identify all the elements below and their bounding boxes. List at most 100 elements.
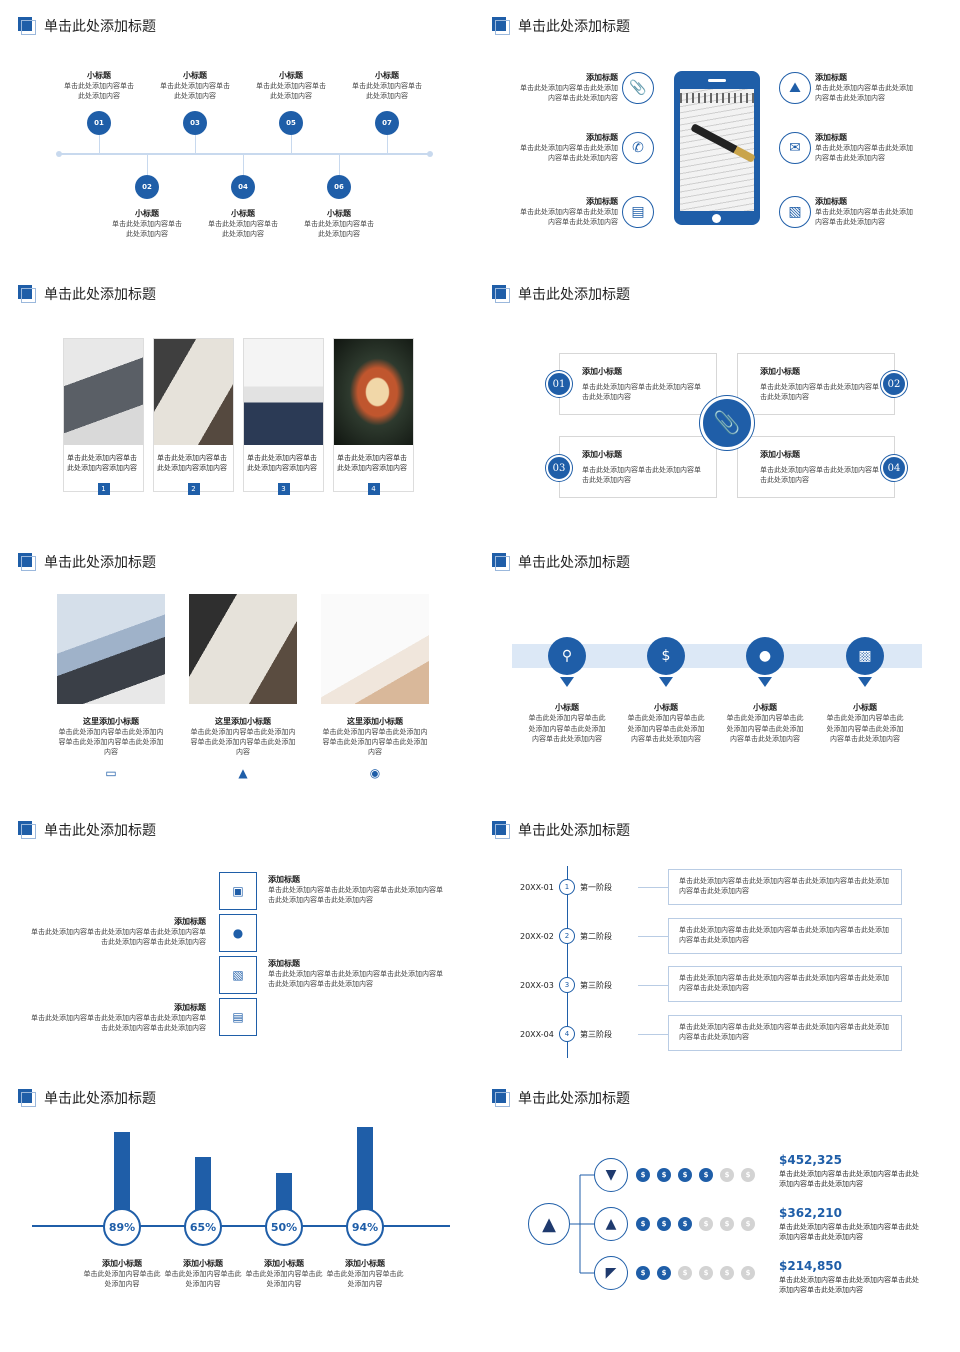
chat-icon: ✉ xyxy=(779,132,811,164)
card-number: 4 xyxy=(367,483,380,495)
slide-10: 单击此处添加标题 xyxy=(474,1072,934,1322)
money-bag-icon: $ xyxy=(699,1168,713,1182)
item-body: 单击此处添加内容单击此处添加内容单击此处添加内容单击此处添加内容单击此处添加内容 xyxy=(268,970,443,988)
feature-left-2: 添加标题 单击此处添加内容单击此处添加内容单击此处添加内容 xyxy=(514,132,618,163)
box-number: 02 xyxy=(881,371,907,397)
stage-body: 单击此处添加内容单击此处添加内容单击此处添加内容单击此处添加内容单击此处添加内容 xyxy=(679,974,889,992)
info-box: 添加小标题 单击此处添加内容单击此处添加内容单击此处添加内容 xyxy=(737,353,895,415)
slide-title: 单击此处添加标题 xyxy=(492,552,630,572)
stage-box: 单击此处添加内容单击此处添加内容单击此处添加内容单击此处添加内容单击此处添加内容 xyxy=(668,918,902,954)
chart-category-body: 单击此处添加内容单击此处添加内容 xyxy=(245,1270,323,1288)
feature-body: 单击此处添加内容单击此处添加内容单击此处添加内容 xyxy=(815,208,913,226)
chart-category-caption: 添加小标题单击此处添加内容单击此处添加内容 xyxy=(163,1258,243,1289)
money-bag-icon: $ xyxy=(657,1266,671,1280)
timeline-stem xyxy=(147,155,148,175)
column-heading: 小标题 xyxy=(853,703,877,712)
timeline-number: 03 xyxy=(183,111,207,135)
box-body: 单击此处添加内容单击此处添加内容单击此处添加内容 xyxy=(582,466,701,484)
caption-heading: 这里添加小标题 xyxy=(347,717,403,726)
item-heading: 小标题 xyxy=(183,71,207,80)
photo-card: 单击此处添加内容单击此处添加内容添加内容 1 xyxy=(63,338,144,495)
money-bag-icon: $ xyxy=(720,1266,734,1280)
item-heading: 小标题 xyxy=(87,71,111,80)
pin-pointer xyxy=(858,677,872,687)
money-bag-icon: $ xyxy=(699,1266,713,1280)
feature-body: 单击此处添加内容单击此处添加内容单击此处添加内容 xyxy=(520,208,618,226)
feature-heading: 添加标题 xyxy=(586,73,618,82)
title-logo-icon xyxy=(492,1089,510,1107)
item-heading: 小标题 xyxy=(327,209,351,218)
item-heading: 添加标题 xyxy=(268,875,300,884)
chart-category-caption: 添加小标题单击此处添加内容单击此处添加内容 xyxy=(244,1258,324,1289)
chart-bar xyxy=(114,1132,130,1225)
pin-column: 小标题 单击此处添加内容单击此处添加内容单击此处添加内容单击此处添加内容 xyxy=(626,702,706,745)
money-bag-icon: $ xyxy=(699,1217,713,1231)
chart-data-label: 65% xyxy=(184,1208,222,1246)
card-text: 单击此处添加内容单击此处添加内容添加内容 xyxy=(247,454,317,472)
money-bag-icon: $ xyxy=(720,1168,734,1182)
box-heading: 添加小标题 xyxy=(760,367,800,376)
item-heading: 小标题 xyxy=(135,209,159,218)
stage-name: 第三阶段 xyxy=(580,1030,612,1039)
feature-right-3: 添加标题 单击此处添加内容单击此处添加内容单击此处添加内容 xyxy=(815,196,919,227)
info-box: 添加小标题 单击此处添加内容单击此处添加内容单击此处添加内容 xyxy=(559,436,717,498)
phone-screen-photo xyxy=(680,89,756,211)
folder-icon: ▧ xyxy=(219,956,257,994)
stage-connector xyxy=(638,887,668,888)
timeline-dot xyxy=(427,151,433,157)
card-number: 1 xyxy=(97,483,110,495)
chart-category-caption: 添加小标题单击此处添加内容单击此处添加内容 xyxy=(325,1258,405,1289)
caption-body: 单击此处添加内容单击此处添加内容单击此处添加内容单击此处添加内容 xyxy=(190,728,296,756)
paperclip-icon: 📎 xyxy=(622,72,654,104)
slide-title: 单击此处添加标题 xyxy=(18,552,156,572)
box-heading: 添加小标题 xyxy=(582,367,622,376)
money-card-icon: $ xyxy=(647,637,685,675)
money-bag-icon: $ xyxy=(636,1217,650,1231)
feature-heading: 添加标题 xyxy=(586,133,618,142)
money-bag-icon: $ xyxy=(741,1168,755,1182)
pin-pointer xyxy=(659,677,673,687)
notebook-rings xyxy=(680,93,754,103)
stage-connector xyxy=(638,936,668,937)
icon-text-right-1: 添加标题 单击此处添加内容单击此处添加内容单击此处添加内容单击此处添加内容单击此… xyxy=(268,874,444,905)
slide-title: 单击此处添加标题 xyxy=(18,16,156,36)
timeline-number: 07 xyxy=(375,111,399,135)
timeline-axis xyxy=(58,153,430,155)
book-icon: ▤ xyxy=(219,998,257,1036)
item-body: 单击此处添加内容单击此处添加内容 xyxy=(256,82,326,100)
pin-pointer xyxy=(758,677,772,687)
title-logo-icon xyxy=(18,1089,36,1107)
stage-box: 单击此处添加内容单击此处添加内容单击此处添加内容单击此处添加内容单击此处添加内容 xyxy=(668,966,902,1002)
box-body: 单击此处添加内容单击此处添加内容单击此处添加内容 xyxy=(760,466,879,484)
card-text: 单击此处添加内容单击此处添加内容添加内容 xyxy=(337,454,407,472)
chart-category-body: 单击此处添加内容单击此处添加内容 xyxy=(164,1270,242,1288)
feature-heading: 添加标题 xyxy=(815,133,847,142)
timeline-number: 04 xyxy=(231,175,255,199)
column-body: 单击此处添加内容单击此处添加内容单击此处添加内容单击此处添加内容 xyxy=(627,714,705,743)
item-body: 单击此处添加内容单击此处添加内容 xyxy=(208,220,278,238)
business-newspaper-photo xyxy=(154,339,233,445)
info-box: 添加小标题 单击此处添加内容单击此处添加内容单击此处添加内容 xyxy=(559,353,717,415)
feature-body: 单击此处添加内容单击此处添加内容单击此处添加内容 xyxy=(815,84,913,102)
stage-name: 第一阶段 xyxy=(580,883,612,892)
slide-title: 单击此处添加标题 xyxy=(492,16,630,36)
timeline-number: 02 xyxy=(135,175,159,199)
chart-category-caption: 添加小标题单击此处添加内容单击此处添加内容 xyxy=(82,1258,162,1289)
card-number: 3 xyxy=(277,483,290,495)
money-bag-icon: $ xyxy=(636,1266,650,1280)
tree-connectors xyxy=(570,1174,594,1274)
column-heading: 小标题 xyxy=(753,703,777,712)
box-number: 01 xyxy=(546,371,572,397)
price-value: $452,325 xyxy=(779,1153,843,1167)
laptop-chart-photo xyxy=(57,594,165,704)
feature-body: 单击此处添加内容单击此处添加内容单击此处添加内容 xyxy=(815,144,913,162)
dress-icon: ▲ xyxy=(594,1207,628,1241)
stage-number: 4 xyxy=(559,1026,575,1042)
price-value: $214,850 xyxy=(779,1259,843,1273)
money-bag-icon: $ xyxy=(678,1266,692,1280)
card-text: 单击此处添加内容单击此处添加内容添加内容 xyxy=(157,454,227,472)
business-newspaper-photo xyxy=(189,594,297,704)
column-body: 单击此处添加内容单击此处添加内容单击此处添加内容单击此处添加内容 xyxy=(528,714,606,743)
chart-bar xyxy=(357,1127,373,1225)
box-heading: 添加小标题 xyxy=(582,450,622,459)
